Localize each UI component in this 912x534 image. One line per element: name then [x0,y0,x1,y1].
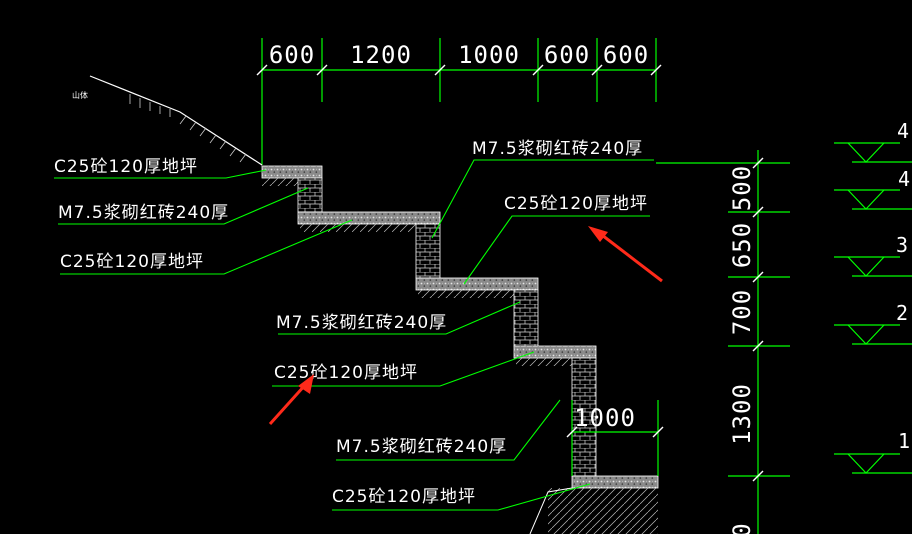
leader-line [431,159,654,239]
bottom-dimension: 1000 [566,400,664,476]
dimension-tick [752,470,764,482]
annotation-arrows [268,226,663,426]
leader-line [54,169,267,179]
stepped-retaining-structure [261,165,659,534]
dimension-tick [752,340,764,352]
soil-hatch [516,358,572,366]
leader-line [272,351,535,387]
material-label: M7.5浆砌红砖240厚 [58,203,229,223]
concrete-slab [513,345,597,359]
right-dim-text: 500 [728,165,756,211]
leader-line [336,399,561,461]
concrete-slab [571,475,659,489]
right-dim-text: 0 [728,522,756,534]
material-label: C25砼120厚地坪 [504,194,648,214]
brick-wall [571,357,597,477]
elevation-marker: 3 [834,233,912,277]
right-dim-text: 1300 [728,383,756,445]
red-arrow [588,226,663,283]
material-label: C25砼120厚地坪 [60,252,204,272]
concrete-slab [415,277,539,291]
elevation-marker: 4 [834,119,912,163]
dimension-tick [316,64,328,76]
elevation-text: 1 [898,429,910,453]
dimension-tick [532,64,544,76]
leader-line [463,215,650,285]
material-label: M7.5浆砌红砖240厚 [472,139,643,159]
leader-line [278,301,521,335]
soil-hatch [418,290,514,298]
right-dim-text: 650 [728,222,756,268]
dimension-tick [650,64,662,76]
elevation-text: 2 [896,301,908,325]
dimension-tick [256,64,268,76]
dimension-tick [752,157,764,169]
material-label: M7.5浆砌红砖240厚 [336,437,507,457]
concrete-slab [297,211,441,225]
red-arrow [268,374,314,426]
material-labels: C25砼120厚地坪 M7.5浆砌红砖240厚 C25砼120厚地坪 M7.5浆… [54,139,648,507]
top-dimension-chain: 600 1200 1000 600 600 [256,38,662,165]
right-dimension-chain: 500 650 700 1300 0 [656,150,790,534]
ground-line [529,487,573,534]
leader-line [60,219,353,275]
top-dim-text: 1200 [350,41,412,69]
right-dim-text: 700 [728,289,756,335]
top-dim-text: 600 [544,41,590,69]
material-label: C25砼120厚地坪 [54,157,198,177]
elevation-markers: 4 4 3 2 1 [834,119,912,474]
elevation-marker: 4 [834,167,912,210]
bottom-dim-text: 1000 [574,404,636,432]
top-dim-text: 600 [269,41,315,69]
hillside-slope: 山体 [72,75,263,166]
leader-lines [54,159,654,511]
elevation-marker: 1 [834,429,912,474]
elevation-marker: 2 [834,301,912,345]
dimension-tick [591,64,603,76]
leader-line [332,483,591,511]
brick-wall [513,289,539,347]
elevation-text: 3 [896,233,908,257]
material-label: C25砼120厚地坪 [274,363,418,383]
material-label: C25砼120厚地坪 [332,487,476,507]
dimension-tick [752,206,764,218]
dimension-tick [752,271,764,283]
brick-wall [297,177,323,213]
soil-hatch [548,488,658,534]
top-dim-text: 600 [603,41,649,69]
material-label: M7.5浆砌红砖240厚 [276,313,447,333]
concrete-slab [261,165,323,179]
leader-line [58,187,309,225]
elevation-text: 4 [897,119,909,143]
dimension-tick [434,64,446,76]
elevation-text: 4 [898,167,910,191]
soil-hatch [262,178,300,186]
brick-wall [415,223,441,279]
slope-label: 山体 [72,90,88,100]
soil-hatch [300,224,416,232]
top-dim-text: 1000 [458,41,520,69]
